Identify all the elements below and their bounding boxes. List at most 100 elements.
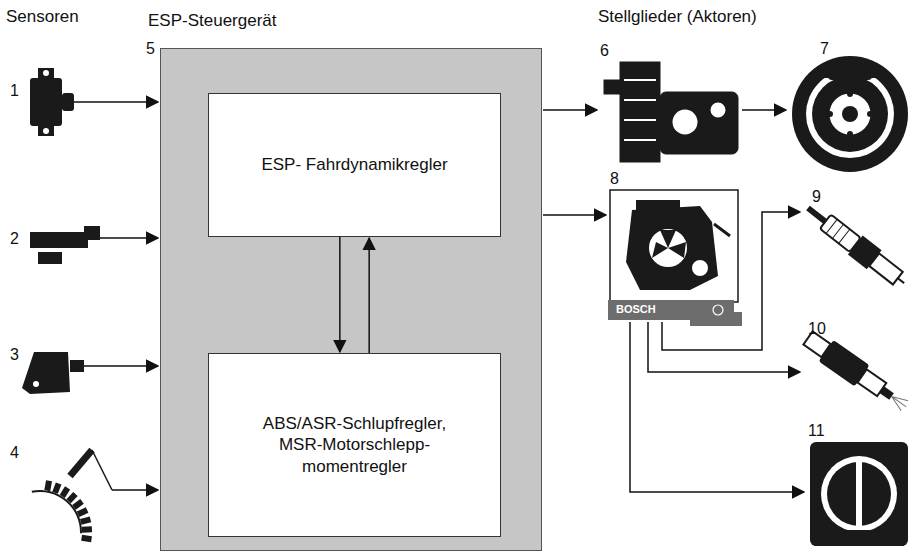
engine-control-unit-part — [636, 200, 680, 210]
throttle-valve-part — [810, 442, 908, 546]
callout-number: 9 — [812, 188, 821, 206]
wheel-brake-part — [847, 131, 853, 137]
callout-number: 11 — [808, 422, 825, 440]
wheel-brake-part — [812, 76, 888, 152]
spark-plug — [801, 199, 912, 293]
pressure-sensor-part — [33, 381, 39, 387]
wheel-brake — [792, 56, 908, 172]
wheel-speed-sensor-part — [92, 450, 112, 490]
callout-number: 6 — [600, 42, 609, 60]
wheel-brake-part — [806, 70, 894, 158]
wheel-brake-part — [820, 68, 830, 78]
callout-number: 7 — [820, 40, 829, 58]
yaw-rate-sensor-part — [43, 128, 49, 134]
spark-plug-part — [869, 253, 902, 284]
wheel-speed-sensor-part-part — [74, 501, 82, 507]
yaw-rate-sensor-part — [43, 70, 49, 76]
engine-control-unit-part — [648, 228, 688, 268]
fuel-injector — [801, 327, 914, 417]
spark-plug-part — [839, 229, 850, 243]
controller-label: ESP- Fahrdynamikregler — [251, 148, 457, 181]
wheel-brake-part — [847, 91, 853, 97]
steering-angle-sensor-part — [30, 232, 88, 248]
callout-number: 1 — [10, 82, 19, 100]
signal-arrow-part — [112, 489, 158, 491]
hydraulic-modulator-part — [624, 79, 656, 81]
signal-arrow-part — [100, 237, 158, 239]
steering-angle-sensor-part — [38, 252, 62, 264]
engine-control-unit-part — [652, 230, 686, 258]
steering-angle-sensor-part — [84, 226, 100, 240]
controller-box: ESP- Fahrdynamikregler — [208, 93, 501, 237]
throttle-valve-part — [827, 462, 891, 526]
wheel-brake-part — [870, 68, 880, 78]
engine-control-unit — [608, 190, 742, 326]
wheel-speed-sensor-part-part — [81, 519, 91, 521]
fuel-injector-part — [888, 392, 910, 412]
hydraulic-modulator-part — [604, 80, 620, 94]
wheel-brake-part — [827, 111, 833, 117]
control-arrow — [543, 110, 804, 492]
signal-arrow — [74, 102, 158, 490]
throttle-valve — [810, 442, 908, 546]
hydraulic-modulator-part — [620, 62, 660, 162]
wheel-brake-part — [828, 92, 872, 136]
yaw-rate-sensor-part — [38, 68, 54, 78]
spark-plug-part — [806, 206, 827, 224]
brand-mark: BOSCH — [616, 303, 656, 315]
pressure-sensor-part — [22, 352, 70, 394]
spark-plug-part — [832, 224, 843, 238]
callout-number: 2 — [10, 230, 19, 248]
engine-control-unit-part — [610, 190, 738, 302]
wheel-speed-sensor-part — [70, 450, 92, 476]
wheel-brake-part — [867, 111, 873, 117]
yaw-rate-sensor — [30, 68, 74, 136]
yaw-rate-sensor-part — [30, 78, 62, 126]
throttle-valve-part — [814, 530, 904, 546]
column-heading: Stellglieder (Aktoren) — [598, 8, 757, 27]
pressure-sensor — [22, 352, 84, 394]
engine-control-unit-part — [713, 305, 723, 315]
engine-control-unit-part — [608, 300, 734, 320]
signal-arrow-part — [84, 365, 158, 367]
hydraulic-modulator — [604, 62, 738, 162]
engine-control-unit-part — [691, 259, 709, 277]
hydraulic-modulator-part — [624, 139, 656, 141]
unit-heading: ESP-Steuergerät — [148, 11, 277, 31]
wheel-speed-sensor — [32, 450, 112, 539]
callout-number: 5 — [146, 40, 155, 58]
callout-number: 10 — [808, 320, 826, 338]
engine-control-unit-part — [714, 224, 730, 236]
wheel-speed-sensor-part-part — [47, 481, 49, 491]
wheel-speed-sensor-part-part — [78, 510, 87, 514]
throttle-valve-part — [856, 462, 862, 526]
control-arrow-part — [543, 109, 597, 111]
wheel-brake-part — [842, 106, 858, 122]
wheel-speed-sensor-part-part — [62, 488, 67, 496]
callout-number: 3 — [10, 346, 19, 364]
pressure-sensor-part — [70, 360, 84, 372]
spark-plug-part — [826, 219, 837, 233]
callout-number: 8 — [610, 170, 619, 188]
control-unit-box: ESP-SteuergerätESP- FahrdynamikreglerABS… — [160, 48, 542, 551]
hydraulic-modulator-part — [709, 101, 727, 119]
hydraulic-modulator-part — [671, 108, 699, 136]
signal-arrow-part — [74, 101, 158, 103]
throttle-valve-part — [821, 456, 897, 532]
hydraulic-modulator-part — [660, 92, 738, 154]
engine-control-unit-part — [626, 206, 718, 290]
column-heading: Sensoren — [6, 8, 79, 27]
hydraulic-modulator-part — [624, 119, 656, 121]
wheel-speed-sensor-part-part — [69, 494, 76, 501]
control-arrow-part — [648, 322, 800, 372]
steering-angle-sensor — [30, 226, 100, 264]
yaw-rate-sensor-part — [62, 93, 74, 111]
control-arrow-part — [742, 109, 786, 111]
control-arrow-part — [543, 214, 606, 216]
controller-box: ABS/ASR-Schlupfregler, MSR-Motorschlepp-… — [208, 353, 501, 537]
wheel-brake-part — [792, 56, 908, 172]
wheel-brake-part — [828, 62, 872, 80]
callout-number: 4 — [10, 444, 19, 462]
wheel-speed-sensor-part — [32, 481, 92, 539]
signal-connector — [339, 237, 341, 352]
